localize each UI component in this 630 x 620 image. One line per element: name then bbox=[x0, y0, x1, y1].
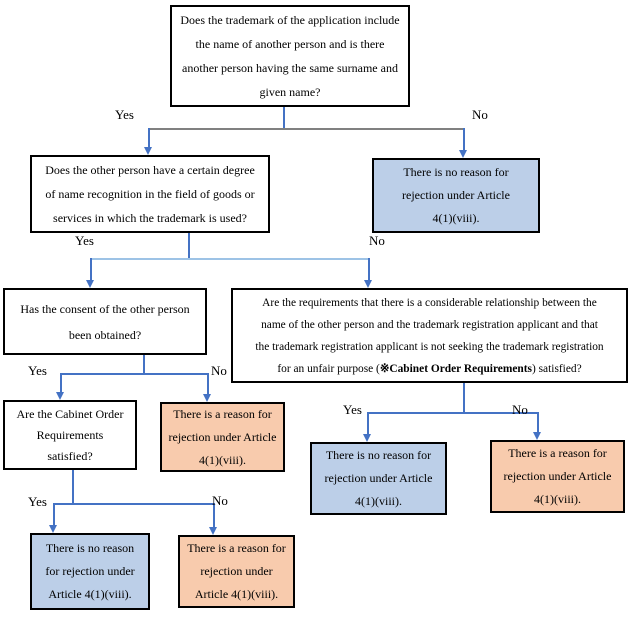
arrowhead-icon bbox=[364, 280, 372, 288]
edge-label-no: No bbox=[512, 402, 528, 417]
node-question-cabinet-satisfied: Are the Cabinet Order Requirements satis… bbox=[3, 400, 137, 470]
arrowhead-icon bbox=[144, 147, 152, 155]
edge-label-yes: Yes bbox=[75, 233, 94, 248]
connector-drop bbox=[213, 503, 215, 527]
text-line: There is a reason for bbox=[187, 541, 286, 555]
node-result-no-reason-right: There is no reason for rejection under A… bbox=[372, 158, 540, 233]
connector-horizontal bbox=[367, 412, 538, 414]
connector-drop bbox=[207, 373, 209, 394]
arrowhead-icon bbox=[49, 525, 57, 533]
connector-horizontal bbox=[90, 258, 369, 260]
text-line: of name recognition in the field of good… bbox=[45, 187, 255, 201]
text-line: rejection under Article bbox=[402, 188, 510, 202]
text-line: another person having the same surname a… bbox=[182, 61, 398, 75]
node-result-reason-right: There is a reason for rejection under Ar… bbox=[490, 440, 625, 513]
edge-label-no: No bbox=[472, 107, 488, 122]
connector-drop bbox=[368, 258, 370, 280]
text-line: for rejection under bbox=[45, 564, 135, 578]
arrowhead-icon bbox=[86, 280, 94, 288]
connector-horizontal bbox=[60, 373, 208, 375]
text-line: 4(1)(viii). bbox=[534, 492, 581, 506]
connector-drop bbox=[463, 128, 465, 150]
text-line: 4(1)(viii). bbox=[432, 211, 480, 225]
text-line: Has the consent of the other person bbox=[20, 301, 190, 316]
connector-drop bbox=[148, 128, 150, 147]
connector-drop bbox=[367, 412, 369, 434]
connector-stub bbox=[72, 470, 74, 503]
edge-label-no: No bbox=[211, 363, 227, 378]
text-line: Article 4(1)(viii). bbox=[194, 587, 279, 601]
connector-drop bbox=[90, 258, 92, 280]
text-line: There is no reason for bbox=[325, 448, 432, 462]
text-line: the trademark registration applicant is … bbox=[255, 340, 604, 353]
node-result-reason-bottom: There is a reason for rejection under Ar… bbox=[178, 535, 295, 608]
text-line: 4(1)(viii). bbox=[199, 452, 246, 467]
node-question-cabinet-requirements-full: Are the requirements that there is a con… bbox=[231, 288, 628, 383]
text-line: Does the other person have a certain deg… bbox=[45, 163, 255, 177]
text-line: rejection under Article bbox=[503, 469, 612, 483]
text-line: Requirements bbox=[36, 427, 104, 442]
text-line: Are the requirements that there is a con… bbox=[262, 296, 597, 309]
text-line: 4(1)(viii). bbox=[355, 494, 402, 508]
arrowhead-icon bbox=[203, 394, 211, 402]
edge-label-yes: Yes bbox=[343, 402, 362, 417]
connector-stub bbox=[188, 233, 190, 258]
text-line: There is a reason for bbox=[508, 446, 607, 460]
connector-horizontal bbox=[53, 503, 214, 505]
text-line: satisfied? bbox=[47, 448, 93, 463]
node-question-trademark-name: Does the trademark of the application in… bbox=[170, 5, 410, 107]
text-segment: ) satisfied? bbox=[531, 362, 582, 375]
text-line: There is a reason for bbox=[173, 406, 272, 421]
text-line: for an unfair purpose (※Cabinet Order Re… bbox=[277, 358, 581, 380]
text-line: rejection under Article bbox=[324, 471, 433, 485]
edge-label-yes: Yes bbox=[28, 494, 47, 509]
text-line: rejection under Article bbox=[168, 429, 277, 444]
text-line: Article 4(1)(viii). bbox=[48, 587, 132, 601]
text-segment: for an unfair purpose ( bbox=[277, 362, 380, 375]
text-line: Does the trademark of the application in… bbox=[180, 13, 400, 27]
arrowhead-icon bbox=[363, 434, 371, 442]
node-question-name-recognition: Does the other person have a certain deg… bbox=[30, 155, 270, 233]
connector-drop bbox=[53, 503, 55, 525]
text-line: given name? bbox=[259, 85, 321, 99]
arrowhead-icon bbox=[209, 527, 217, 535]
node-result-no-reason-bottom-left: There is no reason for rejection under A… bbox=[30, 533, 150, 610]
node-result-no-reason-center: There is no reason for rejection under A… bbox=[310, 442, 447, 515]
connector-stub bbox=[463, 383, 465, 412]
text-line: Are the Cabinet Order bbox=[16, 406, 124, 421]
text-line: name of the other person and the tradema… bbox=[261, 318, 598, 331]
edge-label-no: No bbox=[212, 493, 228, 508]
connector-drop bbox=[537, 412, 539, 432]
text-segment-bold: ※Cabinet Order Requirements bbox=[379, 362, 532, 375]
text-line: There is no reason for bbox=[403, 165, 509, 179]
connector-drop bbox=[60, 373, 62, 392]
edge-label-no: No bbox=[369, 233, 385, 248]
edge-label-yes: Yes bbox=[28, 363, 47, 378]
connector-stub bbox=[283, 107, 285, 128]
node-result-reason-mid: There is a reason for rejection under Ar… bbox=[160, 402, 285, 472]
text-line: the name of another person and is there bbox=[195, 37, 385, 51]
text-line: been obtained? bbox=[68, 327, 142, 342]
text-line: services in which the trademark is used? bbox=[53, 211, 247, 225]
arrowhead-icon bbox=[459, 150, 467, 158]
arrowhead-icon bbox=[56, 392, 64, 400]
arrowhead-icon bbox=[533, 432, 541, 440]
connector-stub bbox=[143, 355, 145, 373]
text-line: rejection under bbox=[200, 564, 273, 578]
node-question-consent: Has the consent of the other person been… bbox=[3, 288, 207, 355]
edge-label-yes: Yes bbox=[115, 107, 134, 122]
connector-horizontal bbox=[148, 128, 464, 130]
text-line: There is no reason bbox=[45, 541, 135, 555]
